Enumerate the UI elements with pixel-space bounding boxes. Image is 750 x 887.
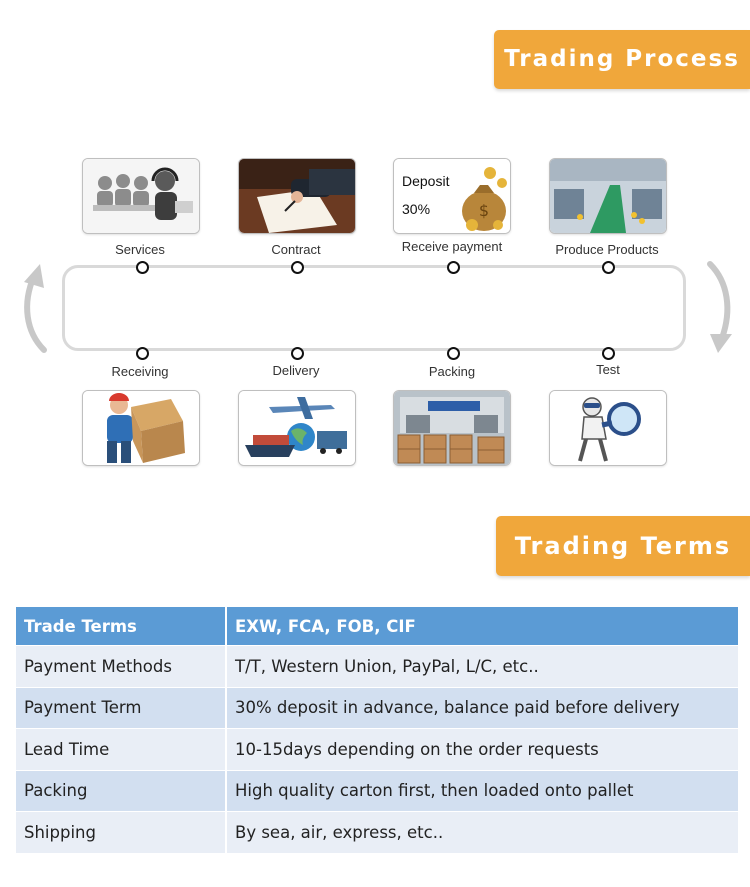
receiving-image xyxy=(82,390,200,466)
term-value-cell: 30% deposit in advance, balance paid bef… xyxy=(226,687,738,729)
warehouse-cartons-icon xyxy=(394,391,510,465)
plane-ship-globe-icon xyxy=(239,391,355,465)
courier-with-box-icon xyxy=(83,391,199,465)
table-row: Lead Time 10-15days depending on the ord… xyxy=(16,728,738,771)
term-key-cell: Payment Methods xyxy=(16,645,227,688)
table-row: Payment Term 30% deposit in advance, bal… xyxy=(16,687,738,729)
money-bag-icon: $ xyxy=(394,159,510,233)
term-key-cell: Packing xyxy=(16,770,227,812)
step-node-receive-payment xyxy=(447,261,460,274)
step-label-services: Services xyxy=(115,242,165,257)
trading-terms-banner: Trading Terms xyxy=(496,516,750,576)
deposit-percent-text: 30% xyxy=(402,201,431,217)
term-value-cell: High quality carton first, then loaded o… xyxy=(226,770,738,812)
right-cycle-arrow-icon xyxy=(707,261,732,353)
table-row: Shipping By sea, air, express, etc.. xyxy=(16,811,738,854)
produce-products-image xyxy=(549,158,667,234)
step-node-receiving xyxy=(136,347,149,360)
svg-text:$: $ xyxy=(479,201,489,220)
factory-floor-icon xyxy=(550,159,666,233)
header-key-cell: Trade Terms xyxy=(16,607,227,646)
step-node-contract xyxy=(291,261,304,274)
contract-image xyxy=(238,158,356,234)
deposit-card-text: Deposit xyxy=(402,173,450,189)
term-value-cell: 10-15days depending on the order request… xyxy=(226,728,738,771)
left-cycle-arrow-icon xyxy=(24,264,47,353)
term-key-cell: Payment Term xyxy=(16,687,227,729)
process-cycle-track xyxy=(62,265,686,351)
term-value-cell: T/T, Western Union, PayPal, L/C, etc.. xyxy=(226,645,738,688)
trading-process-flow: $ Deposit 30% Services Contract Receive … xyxy=(24,158,732,466)
table-header-row: Trade Terms EXW, FCA, FOB, CIF xyxy=(16,607,738,646)
step-label-packing: Packing xyxy=(428,364,476,379)
header-value-cell: EXW, FCA, FOB, CIF xyxy=(226,607,738,646)
step-node-packing xyxy=(447,347,460,360)
step-label-contract: Contract xyxy=(271,242,321,257)
trading-process-title: Trading Process xyxy=(504,46,740,72)
term-key-cell: Lead Time xyxy=(16,728,227,771)
step-node-services xyxy=(136,261,149,274)
delivery-image xyxy=(238,390,356,466)
step-label-receive-payment: Receive payment xyxy=(401,239,503,254)
step-label-delivery: Delivery xyxy=(272,363,320,378)
term-key-cell: Shipping xyxy=(16,811,227,854)
term-value-cell: By sea, air, express, etc.. xyxy=(226,811,738,854)
trading-terms-table: Trade Terms EXW, FCA, FOB, CIF Payment M… xyxy=(16,607,738,854)
magnifier-inspection-icon xyxy=(550,391,666,465)
step-node-produce-products xyxy=(602,261,615,274)
table-row: Payment Methods T/T, Western Union, PayP… xyxy=(16,645,738,688)
step-node-delivery xyxy=(291,347,304,360)
services-image xyxy=(82,158,200,234)
table-row: Packing High quality carton first, then … xyxy=(16,770,738,812)
step-label-test: Test xyxy=(596,362,620,377)
receive-payment-image: $ Deposit 30% xyxy=(393,158,511,234)
step-label-receiving: Receiving xyxy=(111,364,169,379)
packing-image xyxy=(393,390,511,466)
trading-terms-title: Trading Terms xyxy=(514,532,732,560)
signing-contract-icon xyxy=(239,159,355,233)
step-node-test xyxy=(602,347,615,360)
customer-service-agents-icon xyxy=(83,159,199,233)
step-label-produce-products: Produce Products xyxy=(555,242,659,257)
trading-process-banner: Trading Process xyxy=(494,30,750,89)
test-image xyxy=(549,390,667,466)
